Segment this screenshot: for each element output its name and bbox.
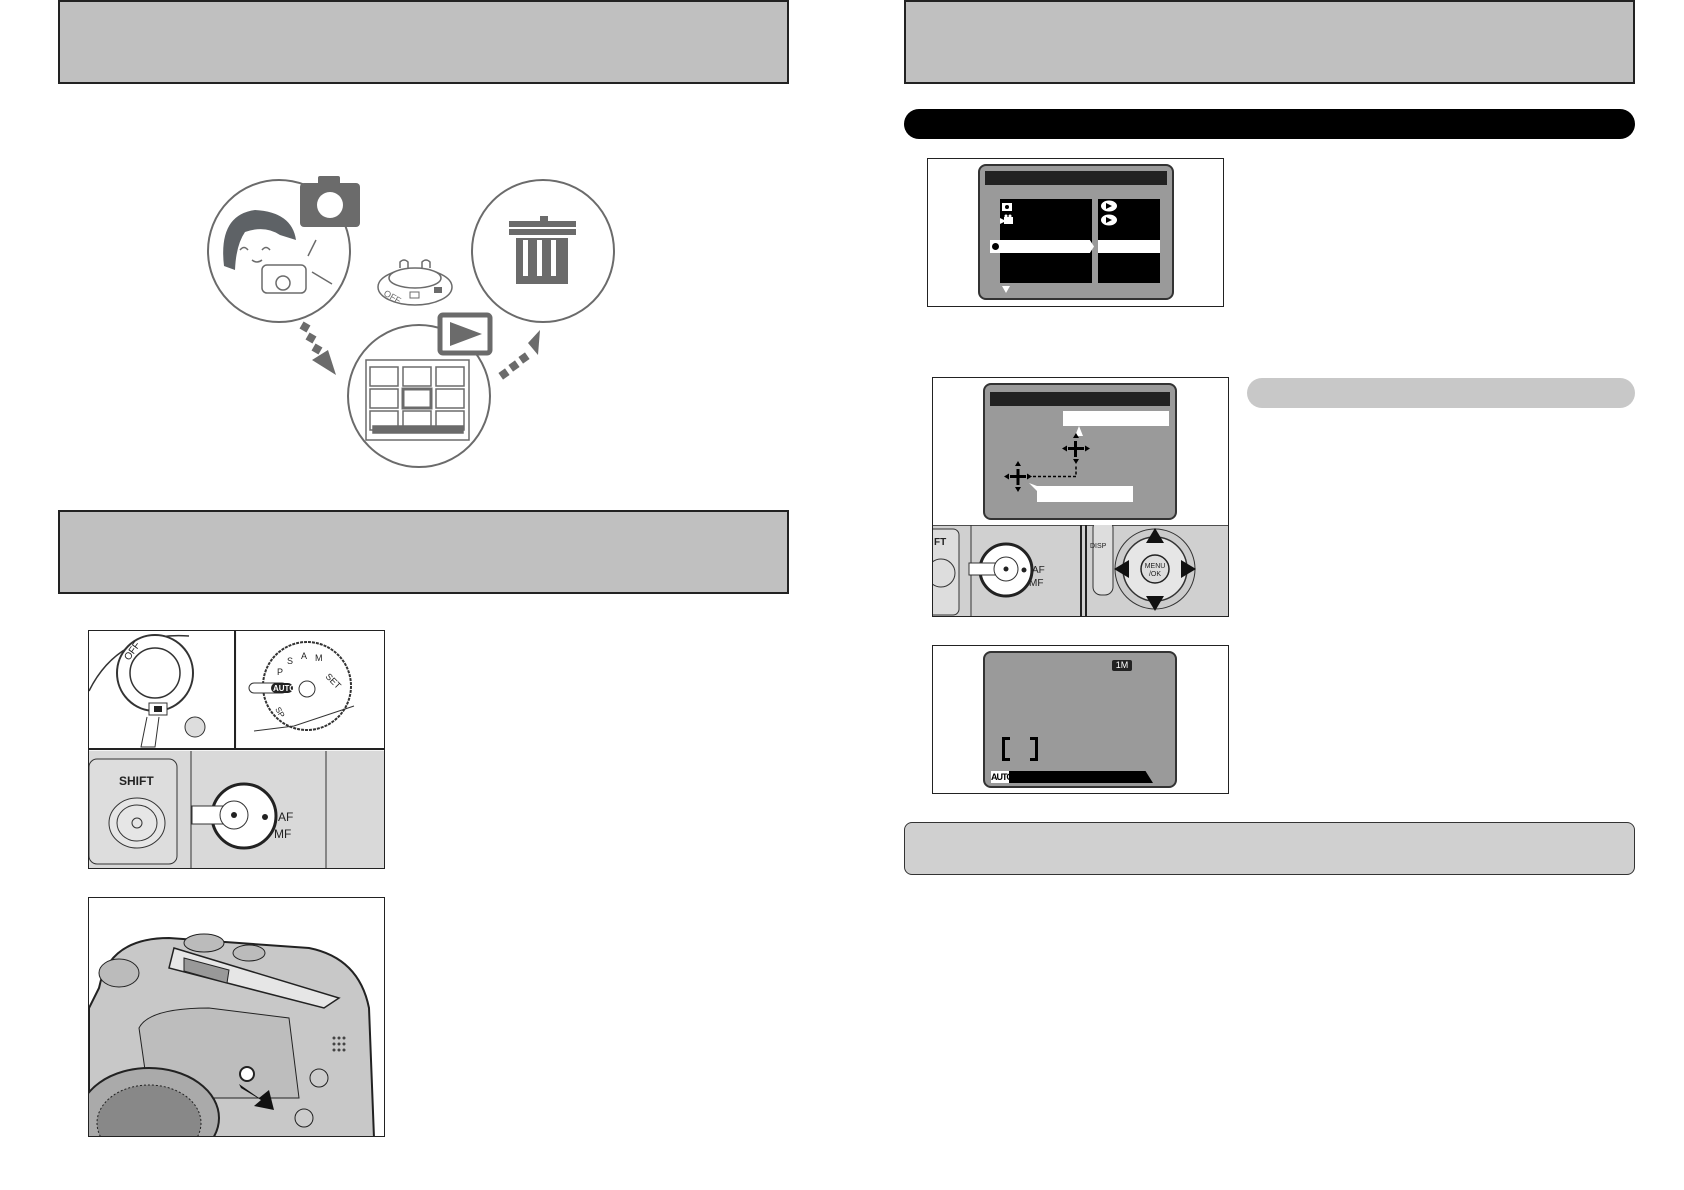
shooting-lcd: 1M AUTO <box>983 651 1177 788</box>
disp-label: DISP <box>1090 543 1107 550</box>
flash-button-arrow-icon <box>239 1066 274 1110</box>
controls-illustration: FT AF MF DISP MENU /OK <box>933 525 1228 616</box>
af-point-lcd <box>983 383 1177 520</box>
girl-with-camera-illustration <box>223 210 333 294</box>
flash-popup-photo <box>88 897 385 1137</box>
playback-circle <box>347 324 491 468</box>
four-way-controller[interactable]: MENU /OK <box>1114 528 1196 611</box>
mf-label-right: MF <box>1029 578 1043 589</box>
p-mode-label: P <box>277 667 283 677</box>
af-label: AF <box>278 810 293 824</box>
arrow-to-delete-icon <box>498 330 540 380</box>
auto-mode-badge: AUTO <box>991 771 1013 783</box>
trash-icon <box>509 216 576 284</box>
a-mode-label: A <box>301 651 307 661</box>
shift-partial-label: FT <box>934 537 946 548</box>
shoot-play-delete-diagram: OFF <box>207 176 615 468</box>
menu-lcd <box>978 164 1174 300</box>
section-header-middle-left <box>58 510 789 594</box>
auto-mode-label: AUTO <box>273 684 296 693</box>
play-icon <box>1101 200 1117 212</box>
status-bar <box>1003 771 1153 783</box>
movie-camera-icon <box>1000 214 1013 224</box>
lcd-title-bar <box>990 392 1170 406</box>
down-arrow-icon <box>1146 596 1164 611</box>
note-box <box>904 822 1635 875</box>
af-frame-bracket-left <box>1002 737 1010 761</box>
still-camera-icon <box>1002 203 1012 211</box>
left-arrow-icon <box>1114 560 1129 578</box>
m-mode-label: M <box>315 653 323 663</box>
thumbnail-grid-screen <box>365 359 470 441</box>
mode-switch-icon: OFF <box>377 259 453 306</box>
section-header-top-right <box>904 0 1635 84</box>
up-arrow-icon <box>1146 528 1164 543</box>
callout-upper <box>1063 411 1169 426</box>
shooting-circle <box>207 179 351 323</box>
menu-title-bar <box>985 171 1167 185</box>
camera-icon <box>300 176 360 227</box>
shift-label: SHIFT <box>119 774 154 788</box>
mf-label: MF <box>274 827 291 841</box>
playback-icon <box>437 312 493 356</box>
gray-subheading-bar <box>1247 378 1635 408</box>
ok-label: /OK <box>1149 571 1161 578</box>
section-header-top-left <box>58 0 789 84</box>
black-title-bar <box>904 109 1635 139</box>
focus-mode-switch-illustration: SHIFT AF MF <box>89 751 384 868</box>
menu-selected-value <box>1098 240 1160 253</box>
right-arrow-icon <box>1181 560 1196 578</box>
menu-selected-item[interactable] <box>990 240 1094 253</box>
af-point-figure: FT AF MF DISP MENU /OK <box>932 377 1229 617</box>
s-mode-label: S <box>287 656 293 666</box>
af-label-right: AF <box>1032 565 1045 576</box>
selection-dot-icon <box>992 243 999 250</box>
menu-label: MENU <box>1145 563 1166 570</box>
mode-dial-illustration: AUTO P S A M SET SP <box>237 631 384 748</box>
af-target-icon-lower <box>1004 461 1032 492</box>
delete-circle <box>471 179 615 323</box>
scroll-down-icon[interactable] <box>1002 286 1010 293</box>
af-frame-bracket-right <box>1030 737 1038 761</box>
power-switch-illustration: OFF <box>89 631 235 748</box>
play-icon <box>1101 214 1117 226</box>
arrow-to-playback-icon <box>299 321 336 375</box>
camera-controls-photo: OFF AUTO P S A M SET SP SHIF <box>88 630 385 869</box>
shooting-screen-figure: 1M AUTO <box>932 645 1229 794</box>
af-target-icon-upper <box>1062 433 1090 464</box>
quality-badge: 1M <box>1112 660 1132 671</box>
menu-screen-figure <box>927 158 1224 307</box>
callout-lower <box>1037 486 1133 502</box>
